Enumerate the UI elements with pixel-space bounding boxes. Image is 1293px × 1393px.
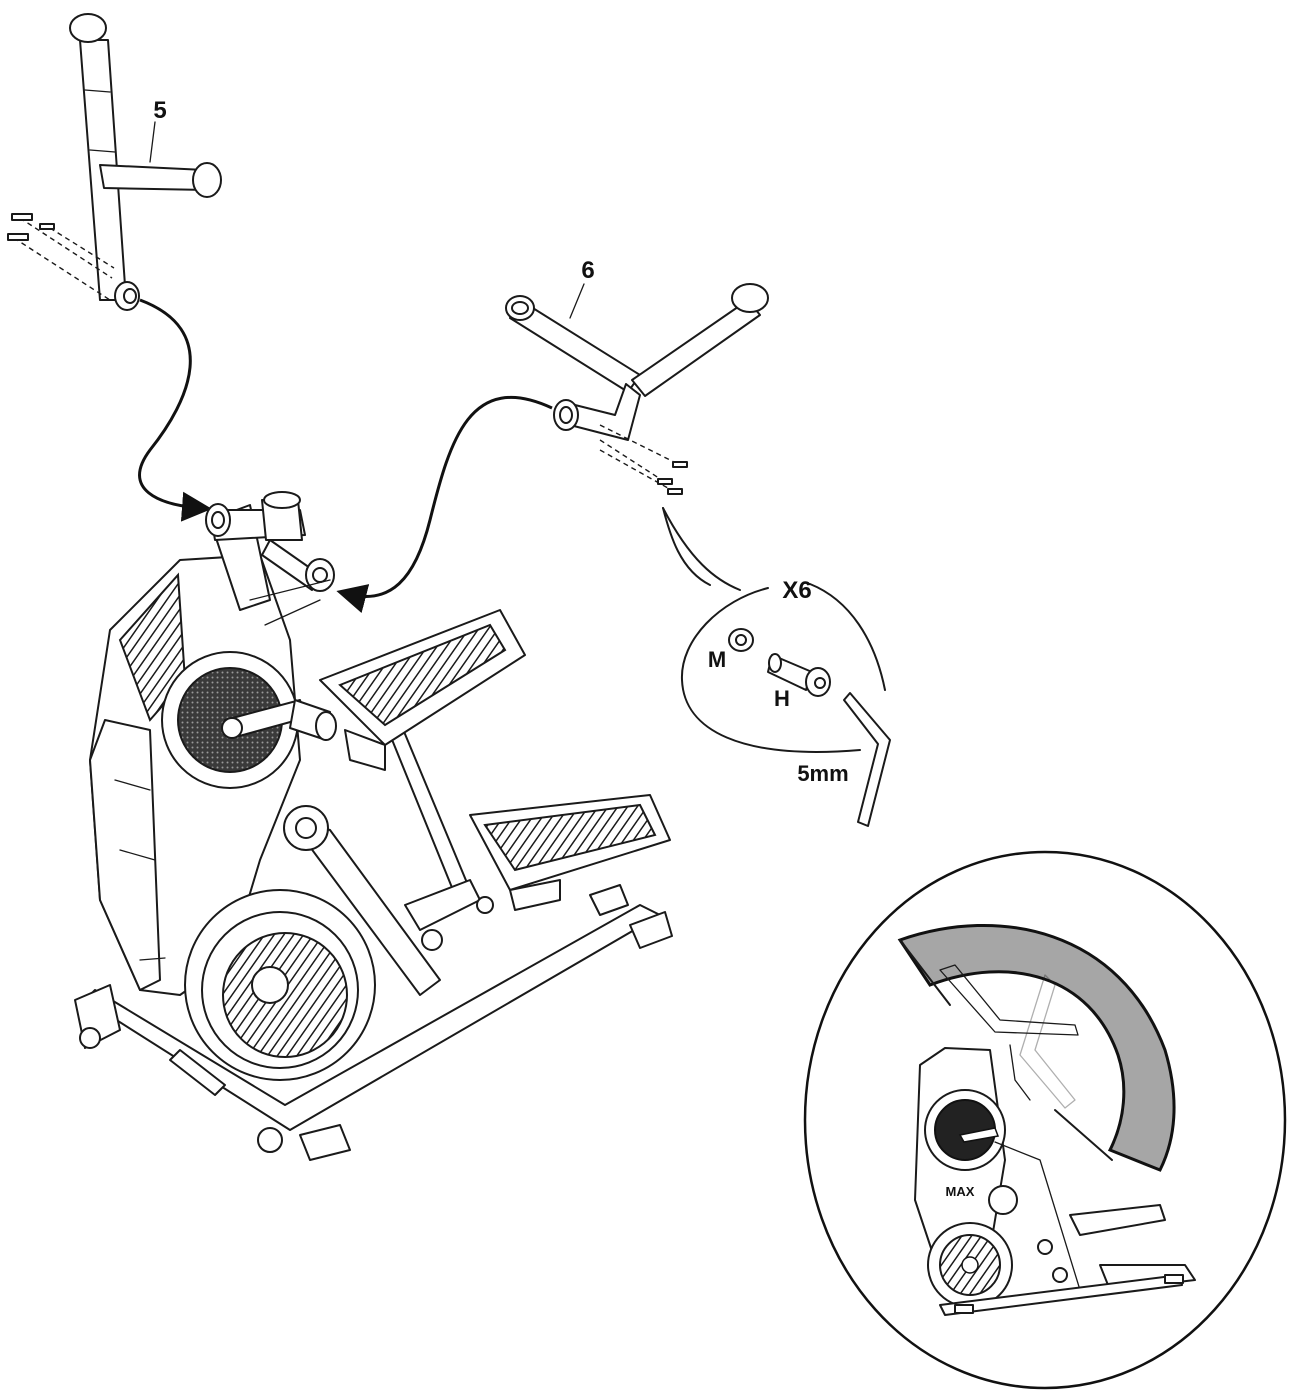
arc-end-line bbox=[1054, 1109, 1113, 1161]
part-5-label: 5 bbox=[153, 97, 166, 124]
part-6-label: 6 bbox=[581, 257, 594, 284]
hex-key-5mm bbox=[843, 692, 891, 827]
inset-ghost-handlebar bbox=[1019, 974, 1076, 1109]
hardware-quantity-label: X6 bbox=[782, 577, 811, 604]
arc-start-line bbox=[899, 939, 951, 1006]
hardware-callout bbox=[662, 507, 886, 753]
washer-m bbox=[728, 628, 754, 652]
arrow-part-5-to-frame bbox=[138, 298, 212, 522]
inset-detail: MAX bbox=[803, 850, 1287, 1390]
part-5-leader bbox=[149, 121, 156, 163]
inset-handlebar bbox=[939, 964, 1079, 1036]
washer-m-label: M bbox=[708, 647, 726, 672]
rotation-arc bbox=[897, 923, 1176, 1172]
arrow-part-6-to-frame bbox=[336, 395, 553, 614]
bolt-h bbox=[767, 653, 831, 697]
bolt-h-label: H bbox=[774, 686, 790, 711]
hex-key-size-label: 5mm bbox=[797, 761, 848, 786]
handlebar-6-bolts bbox=[599, 424, 688, 495]
inset-machine: MAX bbox=[914, 1044, 1196, 1316]
handlebar-5 bbox=[69, 13, 222, 311]
handlebar-5-bolts bbox=[7, 213, 115, 301]
inset-console-logo: MAX bbox=[946, 1184, 975, 1199]
elliptical-machine bbox=[74, 491, 673, 1161]
part-6-leader bbox=[569, 283, 585, 319]
handlebar-6 bbox=[505, 283, 769, 441]
